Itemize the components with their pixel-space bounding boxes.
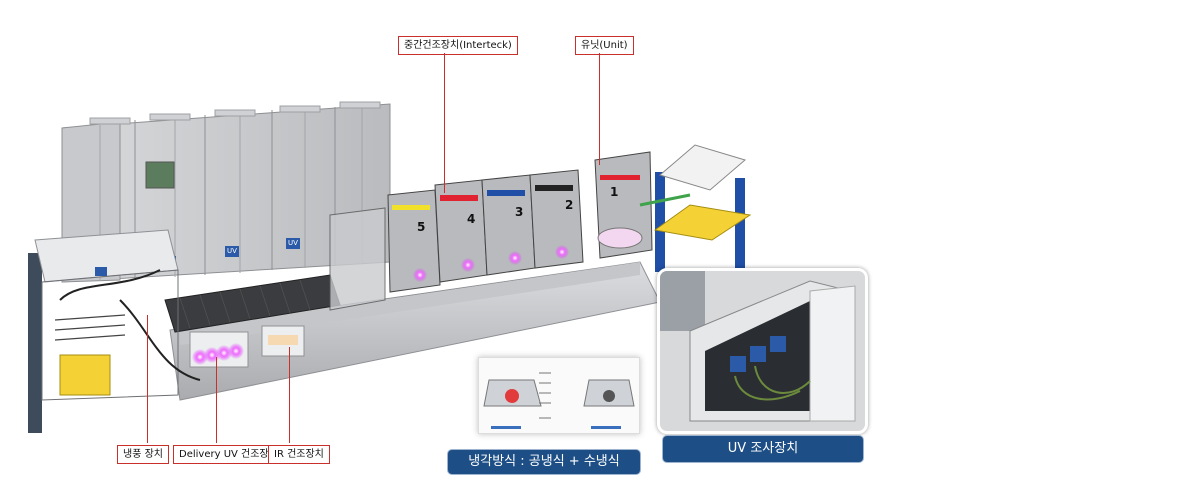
unit-number: 4 [467,212,476,226]
unit-number: 3 [515,205,524,219]
printing-unit [434,179,488,283]
sheet-feeder [639,144,752,272]
leader-line [599,53,600,165]
uv-irradiator-image [660,271,865,431]
leader-line [147,315,148,443]
callout-cooling: 냉풍 장치 [117,445,169,464]
printing-unit [481,174,536,276]
unit-number: 2 [565,198,574,212]
callout-unit: 유닛(Unit) [575,36,634,55]
callout-intercoat: 중간건조장치(Interteck) [398,36,518,55]
cooling-method-banner: 냉각방식 : 공냉식 + 수냉식 [448,450,640,474]
unit-number: 5 [417,220,426,234]
printing-unit [594,151,653,259]
leader-line [216,357,217,443]
cooling-schematic [483,372,635,429]
cabinet-logo: UV [288,239,298,247]
cooling-unit-frame [28,229,201,433]
unit-number: 1 [610,185,619,199]
printing-units [387,151,653,293]
uv-irradiator-banner: UV 조사장치 [663,436,863,462]
printing-unit [387,189,441,293]
uv-irradiator-photo [657,268,868,434]
printing-unit [529,169,584,269]
callout-ir: IR 건조장치 [268,445,330,464]
cabinet-logo: UV [227,247,237,255]
leader-line [444,53,445,193]
leader-line [289,347,290,443]
cooling-method-diagram [478,357,640,434]
